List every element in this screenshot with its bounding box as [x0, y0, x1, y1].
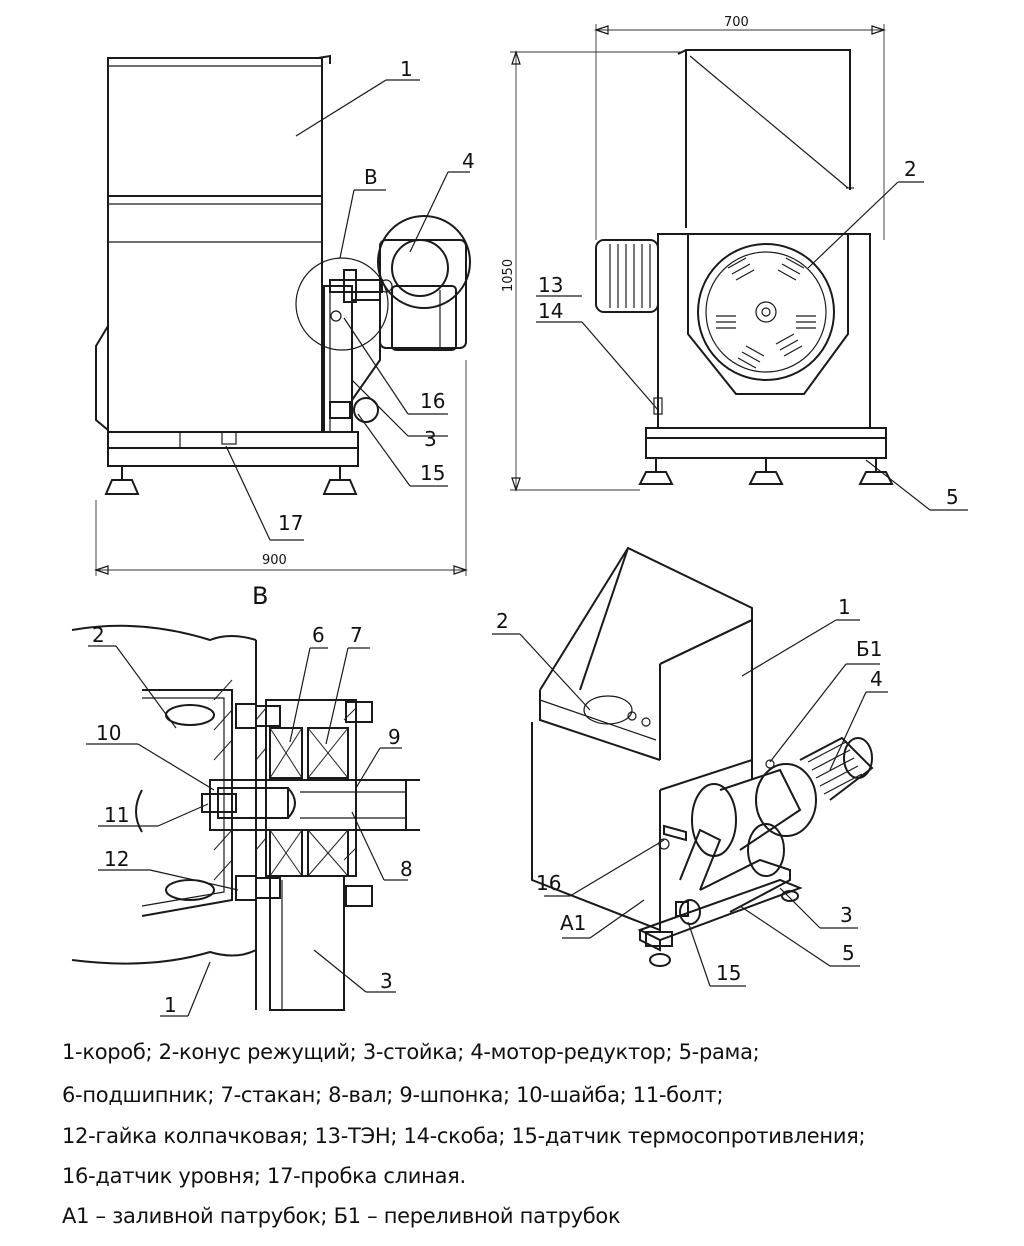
callout-16-iso: 16: [536, 871, 561, 895]
dimension-width: 700: [724, 15, 749, 30]
callout-4-front: 4: [462, 149, 475, 173]
callout-15-iso: 15: [716, 961, 741, 985]
side-view: [510, 24, 894, 492]
callout-a1-iso: A1: [560, 911, 586, 935]
callout-10-detail: 10: [96, 721, 121, 745]
legend-line-2: 6-подшипник; 7-стакан; 8-вал; 9-шпонка; …: [62, 1083, 724, 1107]
isometric-view: [531, 546, 874, 967]
callout-3-front: 3: [424, 427, 437, 451]
callout-5-iso: 5: [842, 941, 855, 965]
callout-3-iso: 3: [840, 903, 853, 927]
callout-8-detail: 8: [400, 857, 413, 881]
callout-b1-iso: Б1: [856, 637, 882, 661]
legend-line-4: 16-датчик уровня; 17-пробка слиная.: [62, 1164, 466, 1188]
callout-7-detail: 7: [350, 623, 363, 647]
detail-b-title: B: [252, 582, 268, 610]
callout-14-side: 14: [538, 299, 563, 323]
callout-2-side: 2: [904, 157, 917, 181]
callout-1-detail: 1: [164, 993, 177, 1017]
callout-9-detail: 9: [388, 725, 401, 749]
front-view: [94, 54, 471, 576]
dimension-height: 1050: [501, 259, 516, 292]
callout-5-side: 5: [946, 485, 959, 509]
callout-15-front: 15: [420, 461, 445, 485]
callout-6-detail: 6: [312, 623, 325, 647]
legend-line-1: 1-короб; 2-конус режущий; 3-стойка; 4-мо…: [62, 1040, 760, 1064]
callout-2-detail: 2: [92, 623, 105, 647]
callout-2-iso: 2: [496, 609, 509, 633]
callout-4-iso: 4: [870, 667, 883, 691]
callout-16-front: 16: [420, 389, 445, 413]
callout-1-front: 1: [400, 57, 413, 81]
callout-11-detail: 11: [104, 803, 129, 827]
legend-line-5: А1 – заливной патрубок; Б1 – переливной …: [62, 1204, 621, 1228]
detail-b-section: [71, 624, 420, 1011]
callout-3-detail: 3: [380, 969, 393, 993]
legend-line-3: 12-гайка колпачковая; 13-ТЭН; 14-скоба; …: [62, 1124, 866, 1148]
view-b-marker: B: [364, 165, 378, 189]
callout-13-side: 13: [538, 273, 563, 297]
callout-17-front: 17: [278, 511, 303, 535]
leader-lines: [86, 79, 968, 1017]
dimension-length: 900: [262, 553, 287, 568]
callout-1-iso: 1: [838, 595, 851, 619]
callout-12-detail: 12: [104, 847, 129, 871]
